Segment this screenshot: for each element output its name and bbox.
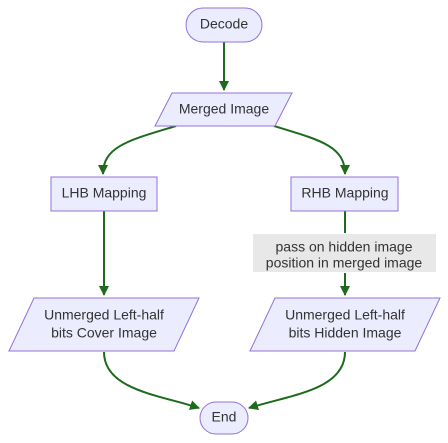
node-unmerged-hidden-line-1: Unmerged Left-half [285,307,405,323]
node-unmerged-hidden: Unmerged Left-half bits Hidden Image [249,297,441,352]
edge-cover-to-end [103,351,200,410]
node-end: End [199,401,249,435]
node-unmerged-cover-line-1: Unmerged Left-half [44,307,164,323]
node-rhb-mapping: RHB Mapping [290,176,399,212]
node-unmerged-cover-line-2: bits Cover Image [51,325,157,341]
node-merged-image-label: Merged Image [179,101,269,117]
node-unmerged-hidden-line-2: bits Hidden Image [289,325,402,341]
node-decode: Decode [185,7,263,43]
node-lhb-mapping: LHB Mapping [50,176,158,212]
node-rhb-mapping-label: RHB Mapping [301,185,388,201]
edges [98,42,350,411]
node-merged-image: Merged Image [154,92,293,127]
node-lhb-mapping-label: LHB Mapping [62,185,147,201]
edge-hidden-to-end [248,351,346,411]
edge-label-line-1: pass on hidden image [276,239,413,255]
edge-merged-to-lhb [98,125,177,175]
edge-merged-to-rhb [273,125,350,175]
node-decode-label: Decode [200,16,248,32]
node-unmerged-cover: Unmerged Left-half bits Cover Image [8,297,200,352]
node-end-label: End [212,409,237,425]
edge-label-rhb-hidden: pass on hidden image position in merged … [253,234,436,272]
edge-label-line-2: position in merged image [266,255,423,271]
